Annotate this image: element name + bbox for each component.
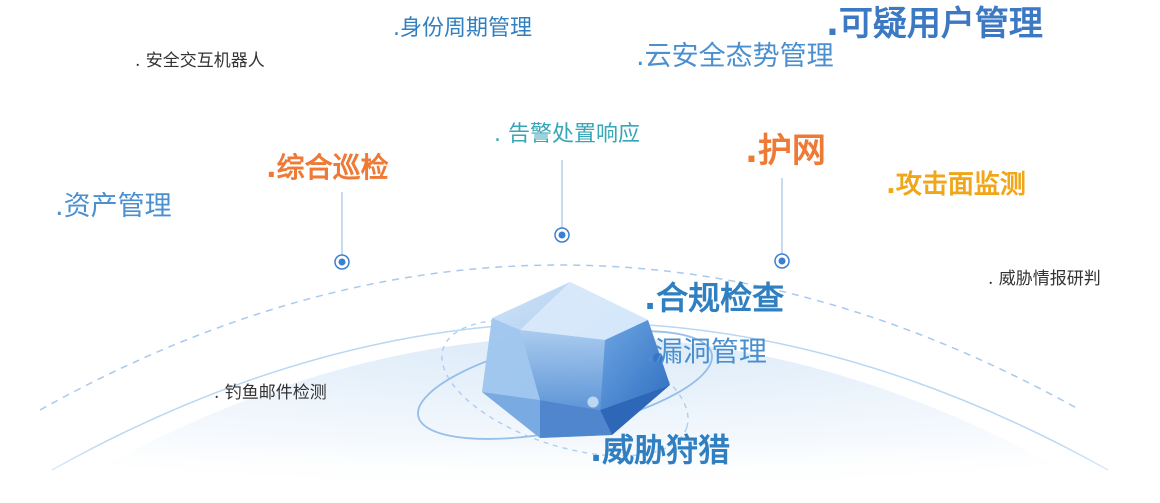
orbit-node-icon (653, 353, 663, 363)
label-patrol: .综合巡检 (266, 151, 389, 184)
label-suspicious-user: .可疑用户管理 (826, 4, 1043, 44)
blue-dot-pin-icon (554, 227, 570, 243)
label-asset-mgmt: .资产管理 (55, 191, 172, 222)
dome-bottom-fade (0, 440, 1160, 503)
label-cloud-posture: .云安全态势管理 (636, 41, 834, 72)
label-identity-lifecycle: .身份周期管理 (393, 16, 532, 41)
blue-polyhedron-crystal-icon (482, 282, 670, 438)
label-hw: .护网 (745, 131, 826, 171)
blue-dot-pin-icon (334, 254, 350, 270)
label-phishing: . 钓鱼邮件检测 (214, 383, 327, 403)
label-security-bot: . 安全交互机器人 (135, 51, 265, 71)
label-threat-hunting: .威胁狩猎 (590, 431, 731, 469)
orbit-node-icon (586, 395, 600, 409)
label-attack-surface: .攻击面监测 (886, 170, 1026, 200)
label-threat-intel: . 威胁情报研判 (988, 269, 1101, 289)
blue-dot-pin-icon (774, 253, 790, 269)
label-compliance: .合规检查 (644, 279, 785, 317)
label-vuln-mgmt: .漏洞管理 (646, 335, 767, 368)
label-alert-response: . 告警处置响应 (494, 122, 640, 147)
dashed-orbit-arc (39, 264, 1081, 411)
